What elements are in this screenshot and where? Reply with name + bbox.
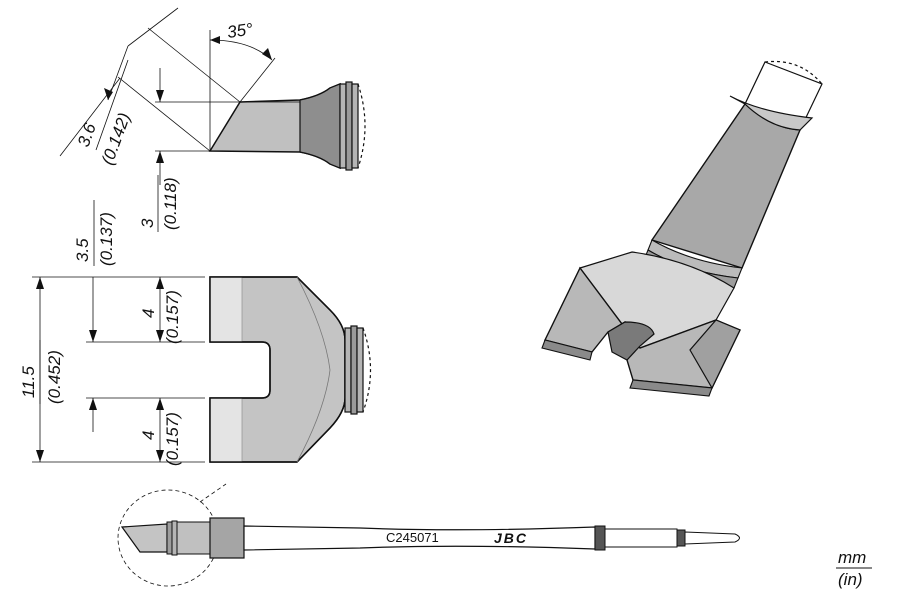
arrow-icon xyxy=(89,330,97,342)
extension-line xyxy=(239,57,276,103)
dimension-line xyxy=(59,77,121,157)
cartridge-sleeve xyxy=(209,517,245,559)
iso-collar-top xyxy=(729,95,814,131)
front-view-ring xyxy=(350,325,358,415)
prong-bottom-mm-label: 4 xyxy=(139,431,158,440)
iso-fork-edge xyxy=(541,339,593,361)
isometric-view xyxy=(541,60,823,397)
front-view-outline xyxy=(209,276,346,463)
arrow-icon xyxy=(89,398,97,410)
dimension-line xyxy=(127,7,179,47)
front-view-highlight xyxy=(210,277,242,342)
side-view-cut-edge xyxy=(357,83,366,169)
height-in-label: (0.142) xyxy=(98,110,134,167)
arrow-icon xyxy=(36,450,44,462)
width-in-label: (0.452) xyxy=(45,350,64,404)
cartridge-band xyxy=(594,525,606,551)
arrow-icon xyxy=(156,330,164,342)
arrow-icon xyxy=(156,151,164,163)
arrow-icon xyxy=(210,36,220,44)
prong-bottom-in-label: (0.157) xyxy=(163,412,182,466)
front-view-cut-edge xyxy=(362,327,372,413)
iso-fork-side xyxy=(689,319,741,390)
iso-fork-slot xyxy=(607,321,655,361)
detail-leader xyxy=(199,483,227,503)
cartridge-view: C245071 JBC xyxy=(117,483,740,587)
units-secondary: (in) xyxy=(838,570,863,589)
extension-line xyxy=(147,27,241,103)
iso-fork-edge xyxy=(629,379,713,397)
cartridge-collar xyxy=(176,521,211,555)
prong-top-in-label: (0.157) xyxy=(163,290,182,344)
side-view-ring xyxy=(339,83,347,169)
prong-top-mm-label: 4 xyxy=(139,309,158,318)
dimension-line xyxy=(107,45,129,101)
arrow-icon xyxy=(156,398,164,410)
units-primary: mm xyxy=(838,548,866,567)
front-view-ring xyxy=(356,327,364,413)
side-view-ring xyxy=(351,83,359,169)
arrow-icon xyxy=(104,88,113,100)
arrow-icon xyxy=(262,48,272,60)
cartridge-code: C245071 xyxy=(386,530,439,545)
front-view: 11.5 (0.452) 3.5 (0.137) 4 (0.157) xyxy=(19,200,372,466)
slot-in-label: (0.137) xyxy=(97,212,116,266)
thickness-in-label: (0.118) xyxy=(161,177,180,230)
front-view-ring xyxy=(344,327,352,413)
cartridge-rod xyxy=(604,528,678,548)
iso-shaft xyxy=(650,103,801,269)
side-view-neck-shade xyxy=(299,83,341,169)
front-view-highlight xyxy=(210,398,242,462)
height-mm-label: 3.6 xyxy=(74,120,100,149)
extension-line xyxy=(117,76,211,152)
cartridge-ring xyxy=(171,520,178,556)
arrow-icon xyxy=(156,450,164,462)
arrow-icon xyxy=(156,277,164,289)
brand-logo: JBC xyxy=(494,530,528,546)
units-legend: mm (in) xyxy=(836,548,872,589)
side-view-ring xyxy=(345,81,353,171)
width-mm-label: 11.5 xyxy=(19,366,38,398)
cartridge-pin xyxy=(684,531,740,545)
iso-cut-edge xyxy=(764,60,823,85)
iso-fork-top xyxy=(579,251,735,349)
slot-mm-label: 3.5 xyxy=(73,238,92,262)
thickness-mm-label: 3 xyxy=(138,218,157,228)
cartridge-tip xyxy=(120,523,168,553)
cartridge-band xyxy=(676,529,686,547)
angle-label: 35° xyxy=(226,20,254,42)
edge-line xyxy=(296,276,331,463)
side-view: 35° 3.6 (0.142) 3 (0.118) xyxy=(59,7,366,232)
fraction-bar xyxy=(95,59,129,151)
arrow-icon xyxy=(36,277,44,289)
arrow-icon xyxy=(156,90,164,102)
cartridge-ring xyxy=(166,521,173,555)
